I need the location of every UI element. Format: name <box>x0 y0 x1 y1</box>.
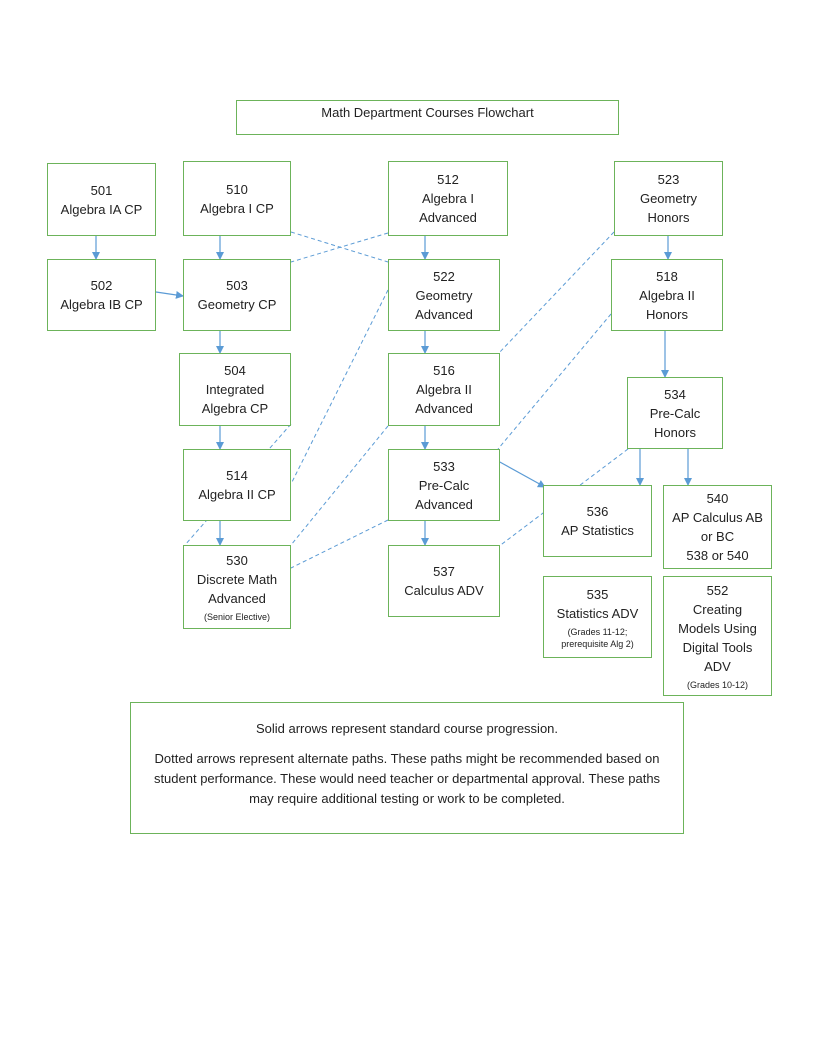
course-534: 534 Pre-Calc Honors <box>627 377 723 449</box>
course-code: 514 <box>226 468 248 483</box>
course-name-line-2: Honors <box>654 424 696 440</box>
course-504: 504 Integrated Algebra CP <box>179 353 291 426</box>
course-code: 503 <box>226 278 248 293</box>
course-name-line-2: Honors <box>646 306 688 322</box>
legend-solid-text: Solid arrows represent standard course p… <box>255 721 559 736</box>
course-name-line-2: Advanced <box>208 591 266 606</box>
course-name: Algebra II CP <box>198 487 276 502</box>
flowchart-title: Math Department Courses Flowchart <box>236 100 619 135</box>
course-code: 537 <box>433 564 455 579</box>
course-code: 518 <box>656 268 678 284</box>
dotted-523-516 <box>497 231 615 355</box>
course-code: 540 <box>706 491 729 506</box>
course-name-line-2: Algebra CP <box>201 401 269 416</box>
course-code: 522 <box>433 268 455 284</box>
course-523: 523 Geometry Honors <box>614 161 723 236</box>
course-552: 552 Creating Models Using Digital Tools … <box>663 576 772 696</box>
course-code: 533 <box>433 458 455 474</box>
course-note: (Grades 10-12) <box>686 680 749 690</box>
course-name-line-1: Pre-Calc <box>418 477 470 493</box>
dotted-522-514 <box>290 289 389 485</box>
course-code: 552 <box>706 583 729 598</box>
course-code: 523 <box>657 172 680 187</box>
course-name-line-2: Advanced <box>415 306 473 322</box>
course-name: Algebra IA CP <box>60 201 143 217</box>
course-name-line-2: Advanced <box>419 210 477 225</box>
course-536: 536 AP Statistics <box>543 485 652 557</box>
dotted-533-530 <box>290 519 389 569</box>
course-note-line-1: (Grades 11-12; <box>567 626 628 637</box>
dotted-512-503 <box>290 232 389 263</box>
course-name-line-1: Discrete Math <box>196 572 278 587</box>
course-503: 503 Geometry CP <box>183 259 291 331</box>
course-name-line-1: Algebra II <box>639 287 695 303</box>
course-name-line-2: Honors <box>647 210 690 225</box>
course-name: AP Statistics <box>561 523 634 538</box>
course-514: 514 Algebra II CP <box>183 449 291 521</box>
course-name-line-1: Pre-Calc <box>649 405 701 421</box>
course-537: 537 Calculus ADV <box>388 545 500 617</box>
course-522: 522 Geometry Advanced <box>388 259 500 331</box>
course-code: 504 <box>224 363 246 378</box>
course-name-line-3: Digital Tools <box>682 640 753 655</box>
course-code: 535 <box>586 586 609 602</box>
course-code: 534 <box>664 386 686 402</box>
course-501: 501 Algebra IA CP <box>47 163 156 236</box>
course-530: 530 Discrete Math Advanced (Senior Elect… <box>183 545 291 629</box>
course-name-line-3: 538 or 540 <box>686 548 749 563</box>
course-name-line-1: Creating <box>692 602 743 617</box>
course-name: Statistics ADV <box>556 605 639 621</box>
course-code: 512 <box>437 172 459 187</box>
course-512: 512 Algebra I Advanced <box>388 161 508 236</box>
arrow-502-503 <box>155 291 184 299</box>
course-code: 510 <box>226 181 248 197</box>
course-510: 510 Algebra I CP <box>183 161 291 236</box>
dotted-510-522 <box>290 231 389 263</box>
course-name-line-4: ADV <box>704 659 731 674</box>
course-name-line-1: Algebra II <box>416 382 472 397</box>
course-note: (Senior Elective) <box>203 612 271 622</box>
course-name: Algebra I CP <box>200 200 274 216</box>
course-533: 533 Pre-Calc Advanced <box>388 449 500 521</box>
course-name: Calculus ADV <box>404 583 484 598</box>
course-name-line-1: Geometry <box>415 287 473 303</box>
course-code: 502 <box>90 278 113 293</box>
course-code: 516 <box>433 363 455 378</box>
course-code: 530 <box>226 553 248 568</box>
arrow-533-536 <box>497 460 546 488</box>
course-518: 518 Algebra II Honors <box>611 259 723 331</box>
course-code: 536 <box>586 504 609 519</box>
legend-box: Solid arrows represent standard course p… <box>130 702 684 834</box>
dotted-518-533 <box>497 313 612 450</box>
dotted-516-530 <box>290 425 389 546</box>
course-name: Algebra IB CP <box>60 297 143 312</box>
course-502: 502 Algebra IB CP <box>47 259 156 331</box>
course-name-line-2: Advanced <box>415 401 473 416</box>
course-name-line-1: Algebra I <box>421 191 475 206</box>
course-note-line-2: prerequisite Alg 2) <box>561 638 634 649</box>
course-name-line-2: Advanced <box>415 496 473 512</box>
course-name-line-1: Geometry <box>639 191 698 206</box>
course-name-line-1: Integrated <box>205 382 265 397</box>
course-540: 540 AP Calculus AB or BC 538 or 540 <box>663 485 772 569</box>
course-535: 535 Statistics ADV (Grades 11-12; prereq… <box>543 576 652 658</box>
course-name-line-2: Models Using <box>678 621 757 636</box>
course-name-line-2: or BC <box>700 529 735 544</box>
course-name: Geometry CP <box>197 297 277 312</box>
course-code: 501 <box>90 182 113 198</box>
course-516: 516 Algebra II Advanced <box>388 353 500 426</box>
legend-dotted-text: Dotted arrows represent alternate paths.… <box>153 751 661 806</box>
course-name-line-1: AP Calculus AB <box>672 510 763 525</box>
